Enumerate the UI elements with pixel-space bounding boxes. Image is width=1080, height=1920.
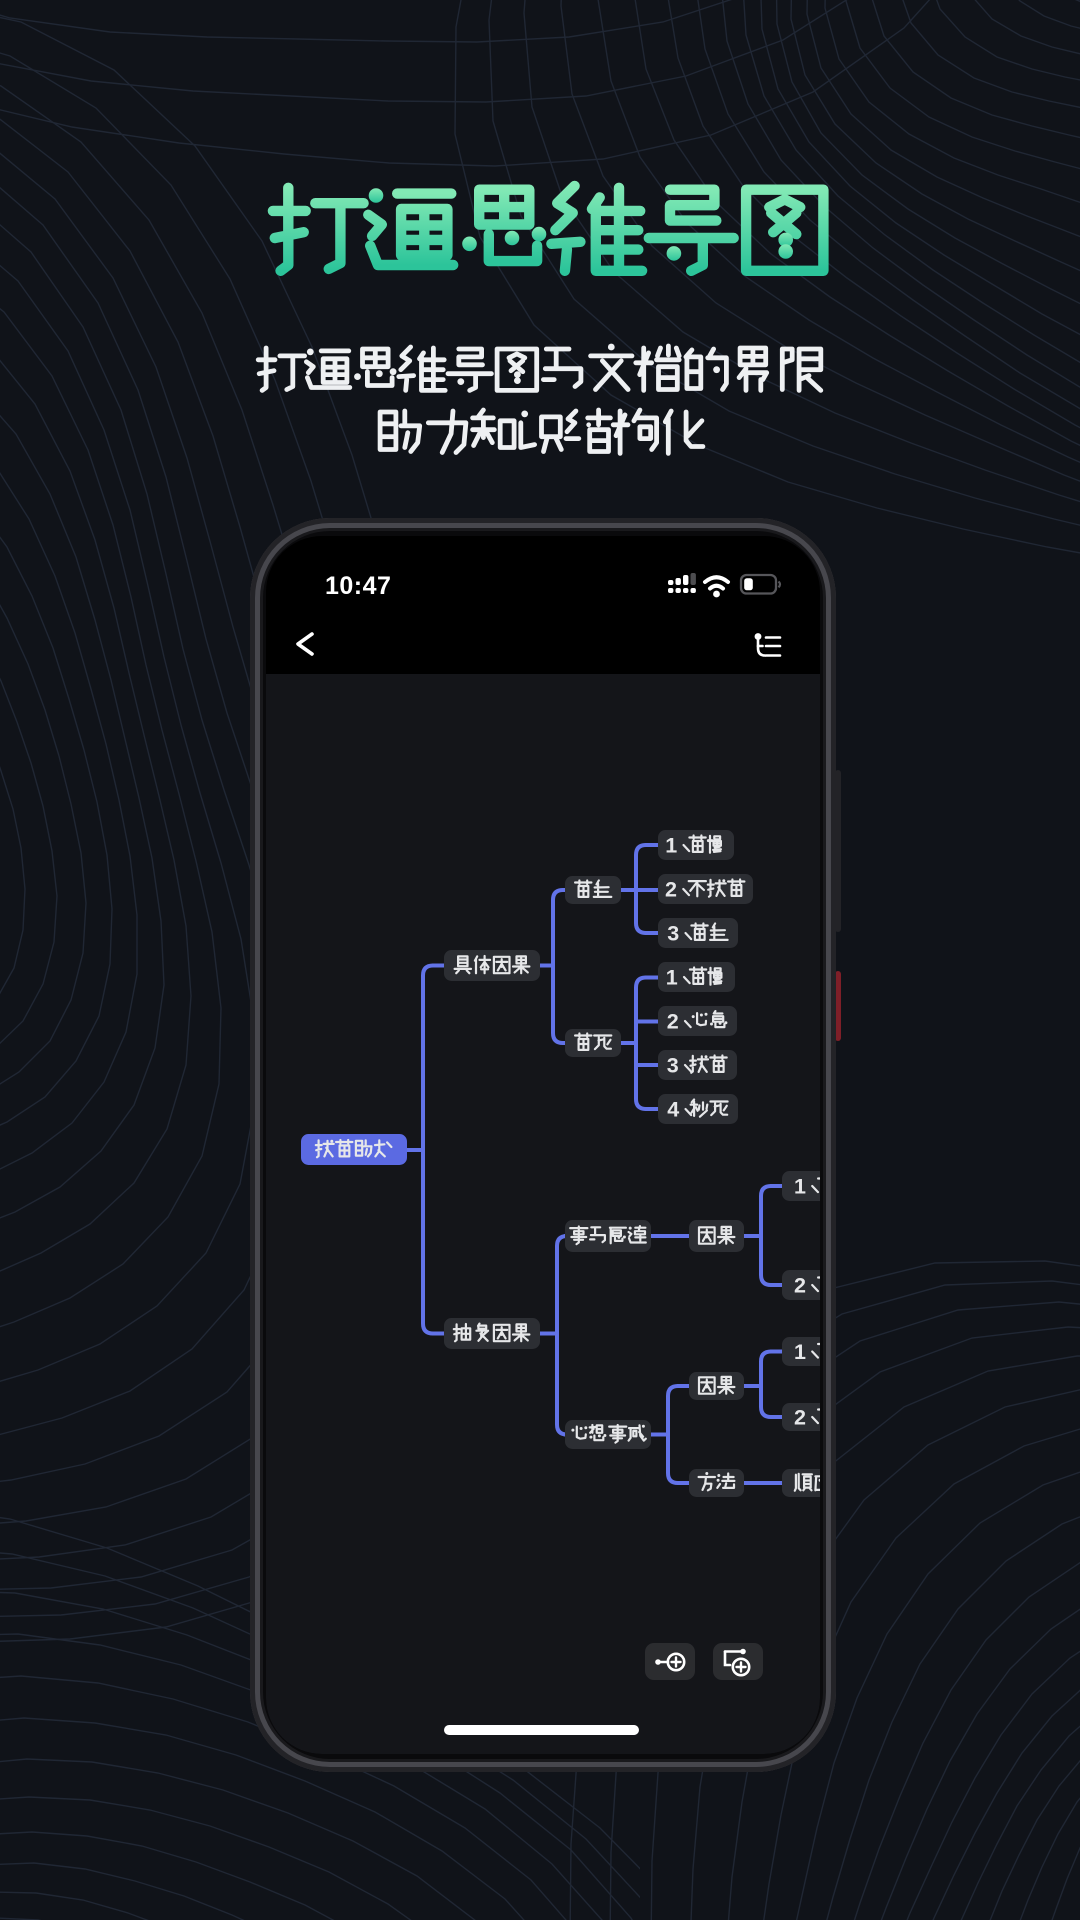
svg-text:10:47: 10:47 bbox=[325, 572, 391, 600]
svg-text:2: 2 bbox=[667, 1009, 679, 1033]
svg-text:1: 1 bbox=[794, 1340, 806, 1364]
svg-text:1: 1 bbox=[666, 965, 678, 989]
svg-text:3: 3 bbox=[667, 1053, 679, 1077]
svg-text:3: 3 bbox=[667, 921, 679, 945]
svg-text:2: 2 bbox=[794, 1273, 806, 1297]
svg-text:4: 4 bbox=[667, 1097, 679, 1121]
svg-text:2: 2 bbox=[665, 877, 677, 901]
svg-text:1: 1 bbox=[665, 833, 677, 857]
svg-text:1: 1 bbox=[794, 1174, 806, 1198]
svg-text:2: 2 bbox=[794, 1405, 806, 1429]
